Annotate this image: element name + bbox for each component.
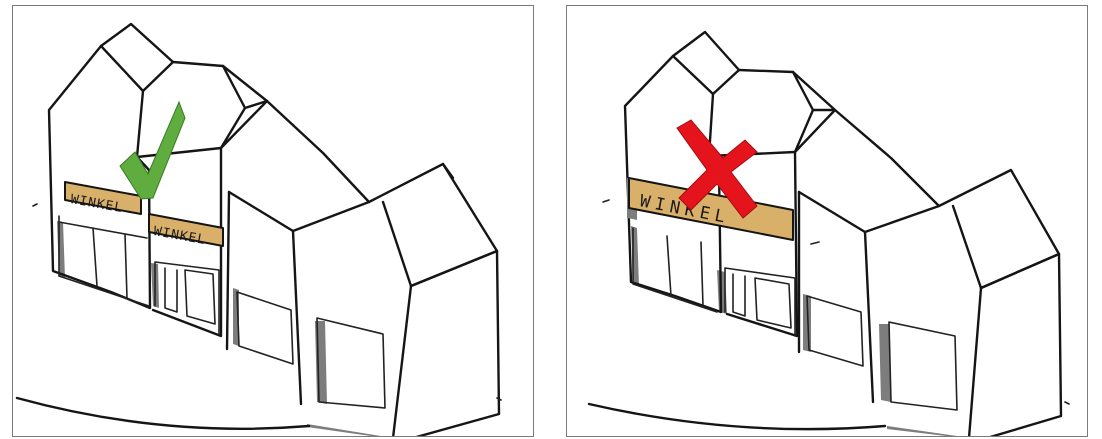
shop-window xyxy=(316,317,386,409)
shopfront xyxy=(58,221,148,239)
building-outline xyxy=(793,108,941,234)
side-wall xyxy=(409,249,501,436)
shopfront xyxy=(724,267,796,337)
building-outline xyxy=(151,60,247,338)
street-sketch-long-sign: WINKEL xyxy=(587,30,1070,436)
correct-example-panel: WINKEL WINKEL xyxy=(12,5,534,437)
wall-edge xyxy=(225,190,231,351)
building-outline xyxy=(47,44,152,310)
shadow xyxy=(879,324,891,402)
roof xyxy=(221,64,269,110)
building-outline xyxy=(725,68,815,338)
wall-edge xyxy=(863,230,875,404)
shop-sign-1: WINKEL xyxy=(64,181,142,216)
window-mullion xyxy=(92,227,128,299)
sketch-tick xyxy=(32,203,502,401)
roof xyxy=(791,70,837,112)
side-wall xyxy=(979,252,1063,436)
ridge-line xyxy=(135,146,223,159)
shop-door xyxy=(732,273,746,317)
street-sketch-small-signs: WINKEL WINKEL xyxy=(15,22,502,436)
roof xyxy=(671,30,741,96)
shopfront xyxy=(154,261,220,335)
shopfront xyxy=(58,215,150,307)
shopfront xyxy=(632,227,718,313)
shop-door xyxy=(164,267,178,313)
shadow xyxy=(307,424,381,436)
shop-sign-2: WINKEL xyxy=(148,213,224,248)
shop-window xyxy=(236,291,294,365)
roof-edge xyxy=(441,162,455,180)
road-edge xyxy=(15,396,311,430)
window-mullion xyxy=(666,235,704,307)
shop-window xyxy=(184,269,216,325)
road-edge xyxy=(587,402,887,431)
wall-edge xyxy=(951,204,983,290)
wall-edge xyxy=(381,200,413,288)
roof xyxy=(99,22,175,93)
shop-window xyxy=(888,321,958,411)
wall-edge xyxy=(291,229,303,406)
check-mark-icon xyxy=(119,100,186,200)
shop-window xyxy=(806,295,864,367)
building-outline xyxy=(219,99,371,233)
cross-mark-icon xyxy=(676,119,758,219)
building-outline xyxy=(367,162,499,436)
shadow xyxy=(887,426,957,436)
incorrect-example-panel: WINKEL xyxy=(566,5,1088,437)
sketch-tick xyxy=(602,199,1070,405)
shop-window xyxy=(754,277,792,329)
